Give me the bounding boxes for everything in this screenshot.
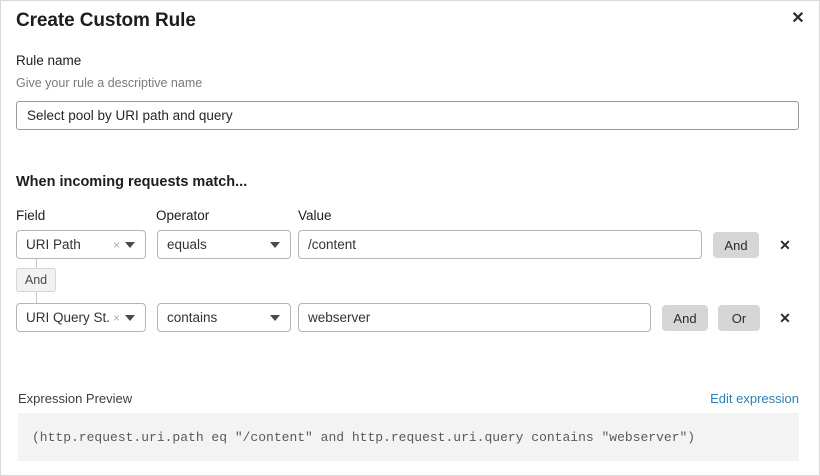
rule-name-help-text: Give your rule a descriptive name bbox=[16, 76, 203, 90]
edit-expression-link[interactable]: Edit expression bbox=[710, 391, 799, 406]
column-header-value: Value bbox=[298, 208, 332, 223]
column-header-field: Field bbox=[16, 208, 46, 223]
condition-row-1-value-input[interactable] bbox=[298, 303, 651, 332]
chevron-down-icon bbox=[270, 314, 280, 321]
condition-row-0-operator-select[interactable]: equals bbox=[157, 230, 291, 259]
conditions-heading: When incoming requests match... bbox=[16, 174, 248, 190]
connector-line-top bbox=[36, 259, 37, 269]
chevron-down-icon bbox=[125, 314, 135, 321]
condition-row-1-or-button[interactable]: Or bbox=[718, 305, 760, 331]
clear-icon[interactable]: × bbox=[112, 310, 120, 325]
condition-row-1-field-select[interactable]: URI Query St... × bbox=[16, 303, 146, 332]
chevron-down-icon bbox=[125, 241, 135, 248]
connector-line-bottom bbox=[36, 292, 37, 303]
rule-name-label: Rule name bbox=[16, 53, 82, 68]
expression-preview-box: (http.request.uri.path eq "/content" and… bbox=[18, 413, 799, 461]
expression-preview-code: (http.request.uri.path eq "/content" and… bbox=[32, 429, 696, 445]
rule-name-input[interactable] bbox=[16, 101, 799, 130]
condition-row-0-and-button[interactable]: And bbox=[713, 232, 759, 258]
condition-row-1-and-button[interactable]: And bbox=[662, 305, 708, 331]
condition-row-0-delete-icon[interactable]: ✕ bbox=[776, 236, 794, 254]
close-icon[interactable]: ✕ bbox=[787, 8, 809, 30]
clear-icon[interactable]: × bbox=[112, 237, 120, 252]
condition-row-0-operator-value: equals bbox=[167, 237, 207, 252]
condition-row-0-field-select[interactable]: URI Path × bbox=[16, 230, 146, 259]
group-connector-and-button[interactable]: And bbox=[16, 268, 56, 292]
condition-row-1-delete-icon[interactable]: ✕ bbox=[776, 309, 794, 327]
chevron-down-icon bbox=[270, 241, 280, 248]
condition-row-1-field-value: URI Query St... bbox=[26, 310, 111, 325]
condition-row-1-operator-select[interactable]: contains bbox=[157, 303, 291, 332]
condition-row-0-field-value: URI Path bbox=[26, 237, 81, 252]
expression-preview-label: Expression Preview bbox=[18, 391, 133, 406]
column-header-operator: Operator bbox=[156, 208, 210, 223]
condition-row-1-operator-value: contains bbox=[167, 310, 218, 325]
dialog-title: Create Custom Rule bbox=[16, 10, 196, 31]
condition-row-0-value-input[interactable] bbox=[298, 230, 702, 259]
